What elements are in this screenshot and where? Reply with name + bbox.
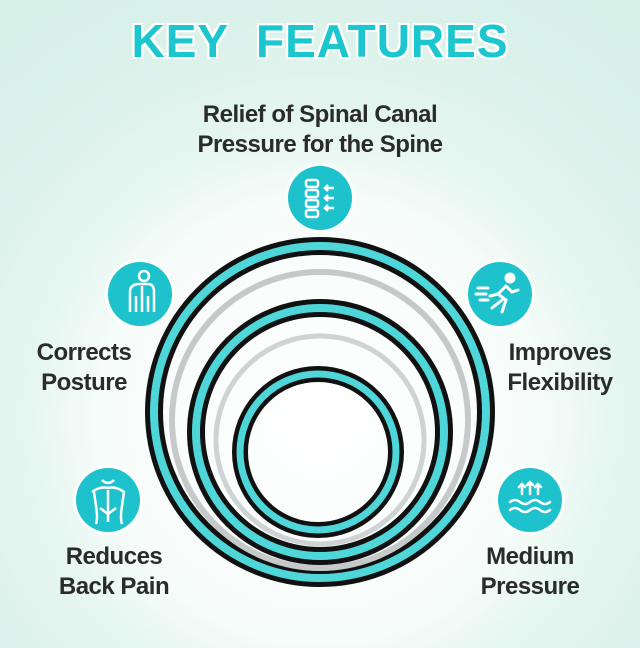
page-title: KEY FEATURES [131, 15, 509, 67]
ring-outer [145, 237, 495, 587]
feature-line: Posture [41, 369, 127, 396]
feature-line: Pressure [480, 573, 580, 600]
running-icon [468, 262, 532, 326]
posture-icon [108, 262, 172, 326]
feature-backpain-label: Reduces Back Pain [44, 542, 184, 602]
feature-line: Medium [486, 543, 574, 570]
ring-gray [169, 269, 471, 571]
ring-gray-inner [213, 333, 427, 547]
feature-line: Flexibility [507, 369, 613, 396]
back-icon [76, 468, 140, 532]
spine-icon [288, 166, 352, 230]
feature-flexibility-label: Improves Flexibility [490, 338, 630, 398]
feature-line: Corrects [36, 339, 132, 366]
ring-inner [232, 366, 404, 538]
feature-pressure-label: Medium Pressure [460, 542, 600, 602]
feature-spine-label: Relief of Spinal Canal Pressure for the … [120, 100, 520, 160]
feature-line: Back Pain [58, 573, 170, 600]
feature-line: Improves [508, 339, 612, 366]
feature-line: Reduces [65, 543, 163, 570]
feature-line: Relief of Spinal Canal [202, 101, 438, 128]
feature-line: Pressure for the Spine [197, 131, 443, 158]
feature-posture-label: Corrects Posture [14, 338, 154, 398]
pressure-wave-icon [498, 468, 562, 532]
ring-middle [187, 299, 453, 565]
